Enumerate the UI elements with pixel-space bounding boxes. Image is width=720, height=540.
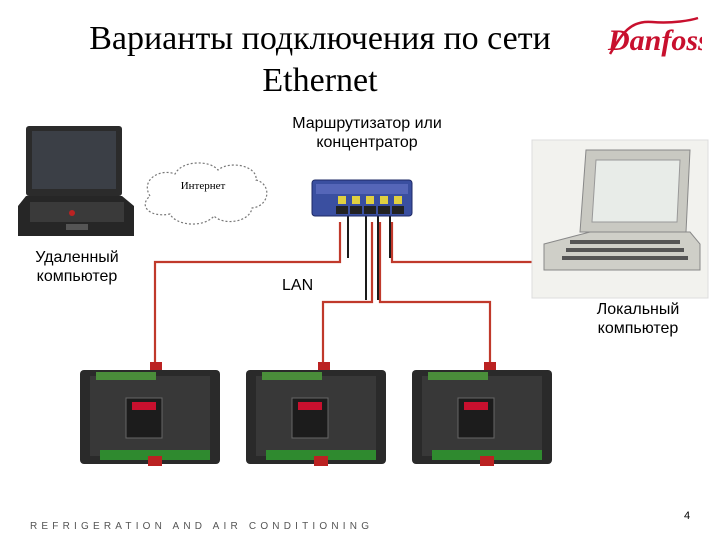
footer-tagline: REFRIGERATION AND AIR CONDITIONING — [30, 521, 373, 532]
local-computer-icon — [532, 140, 708, 298]
lan-wires — [155, 222, 548, 368]
local-computer-label: Локальный компьютер — [588, 300, 688, 338]
router-patch-cables — [348, 214, 390, 300]
lan-label: LAN — [282, 276, 322, 295]
internet-label: Интернет — [168, 180, 238, 192]
controller-1 — [80, 362, 220, 466]
remote-computer-icon — [18, 126, 134, 236]
page-number: 4 — [684, 510, 690, 522]
router-label: Маршрутизатор или концентратор — [292, 114, 442, 152]
controller-3 — [412, 362, 552, 466]
remote-computer-label: Удаленный компьютер — [22, 248, 132, 286]
router-icon — [312, 180, 412, 216]
internet-cloud — [145, 163, 267, 224]
controller-2 — [246, 362, 386, 466]
